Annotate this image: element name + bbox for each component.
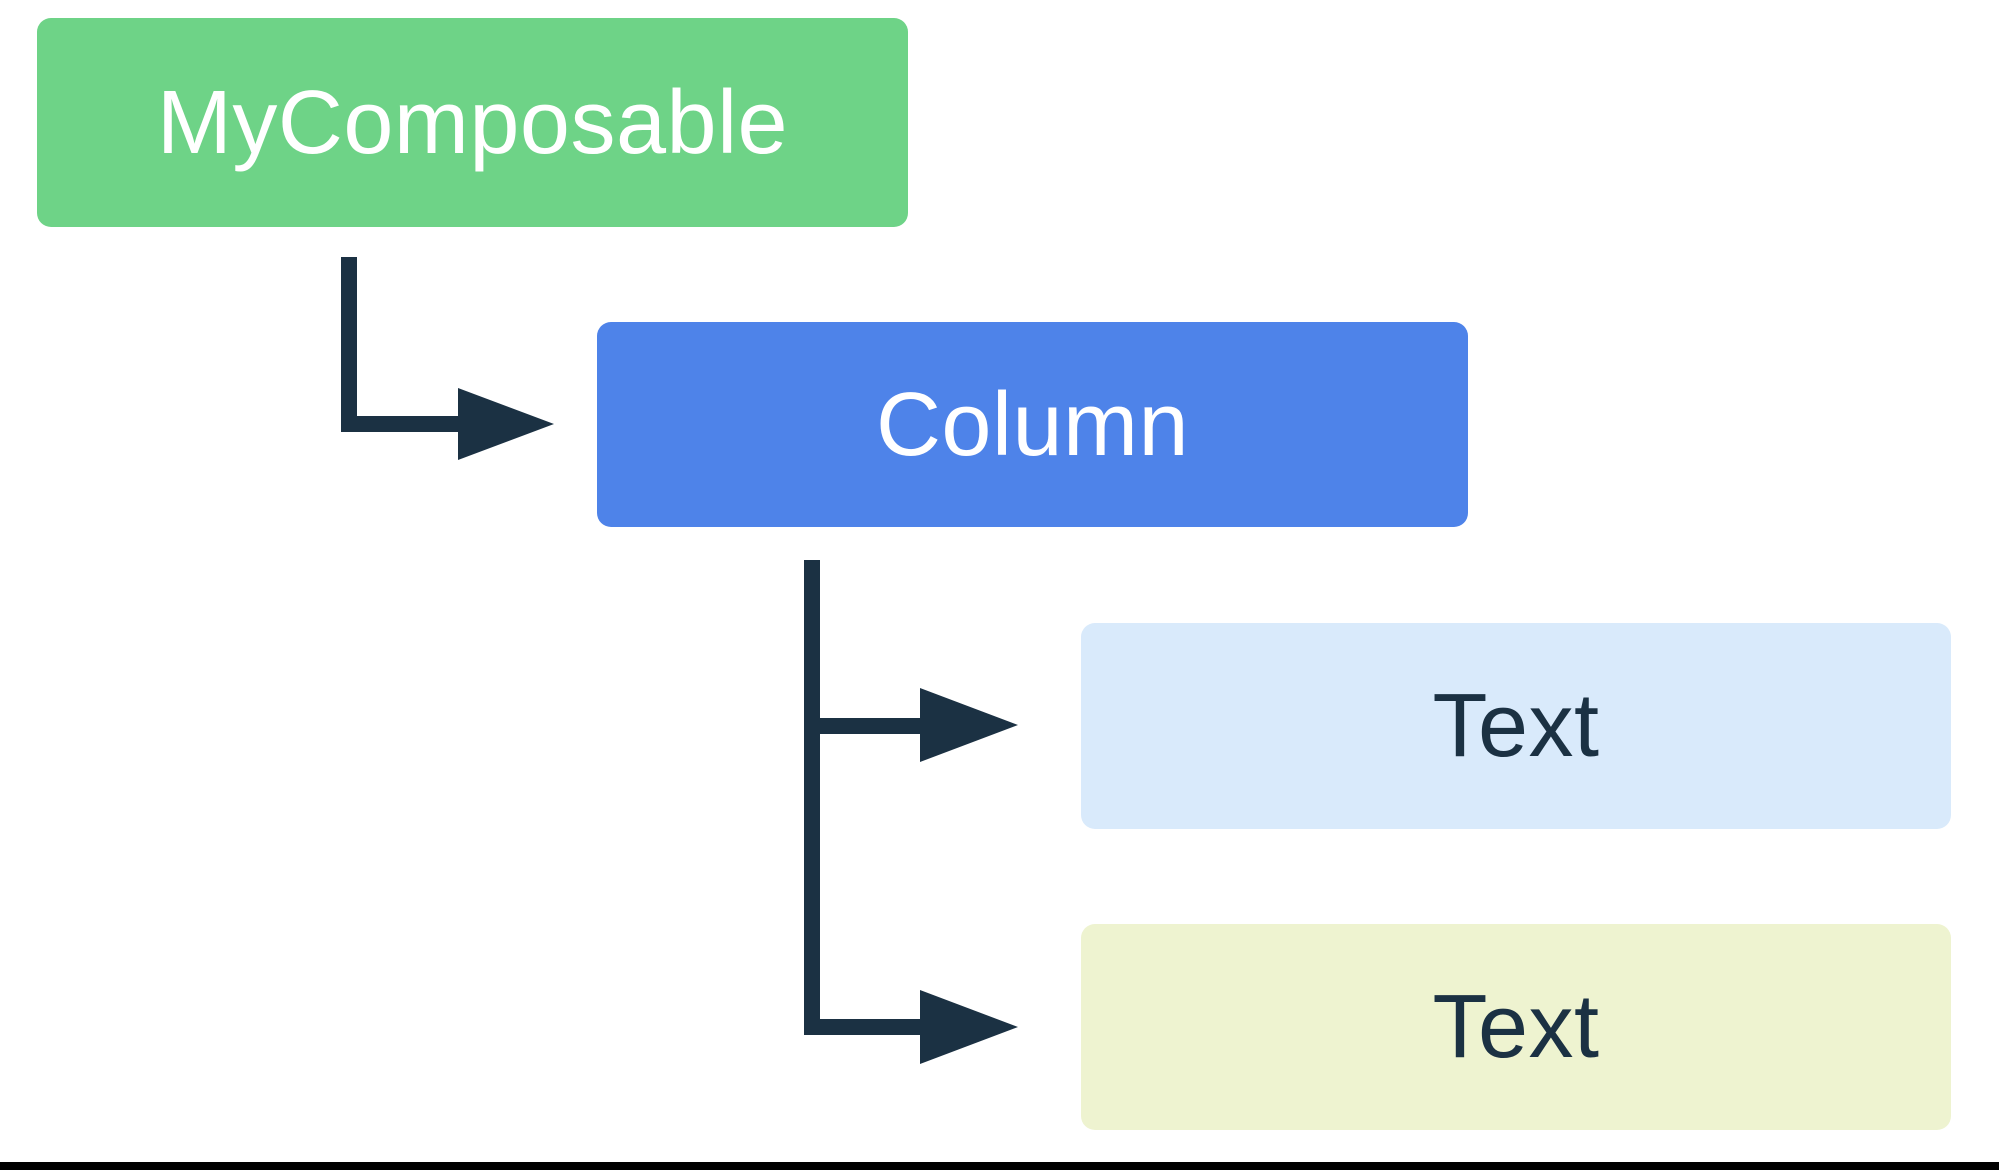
arrow-column-to-text-2-horizontal-segment	[804, 1019, 920, 1035]
bottom-border-rule	[0, 1162, 1999, 1170]
node-text-2-label: Text	[1432, 977, 1600, 1077]
node-mycomposable-label: MyComposable	[156, 72, 789, 173]
arrow-column-to-text-1-horizontal-segment	[804, 718, 920, 734]
node-column-label: Column	[875, 374, 1190, 475]
node-text-2: Text	[1081, 924, 1951, 1130]
arrowhead-icon	[920, 688, 1018, 762]
arrowhead-icon	[920, 990, 1018, 1064]
node-column: Column	[597, 322, 1468, 527]
arrow-column-children-vertical-segment	[804, 560, 820, 1035]
arrow-mycomposable-to-column-vertical-segment	[341, 257, 357, 432]
node-text-1: Text	[1081, 623, 1951, 829]
arrowhead-icon	[458, 388, 554, 460]
node-mycomposable: MyComposable	[37, 18, 908, 227]
arrow-mycomposable-to-column-horizontal-segment	[341, 416, 458, 432]
node-text-1-label: Text	[1432, 676, 1600, 776]
